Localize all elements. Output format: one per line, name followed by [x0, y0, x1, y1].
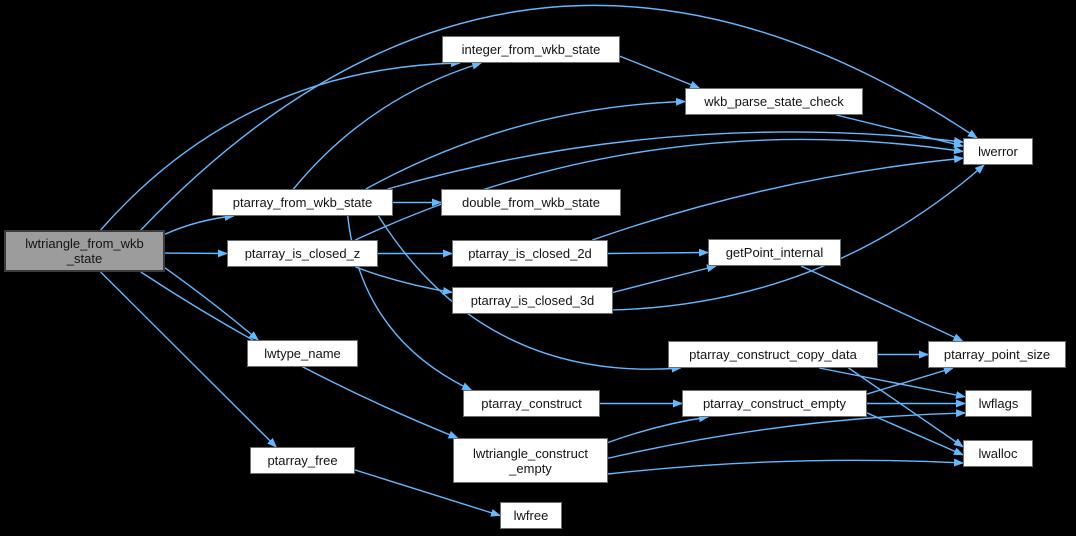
node-lwflags[interactable]: lwflags	[965, 390, 1032, 417]
node-label: lwtriangle_construct	[473, 445, 588, 461]
node-label: ptarray_from_wkb_state	[232, 195, 373, 210]
edge-ptarray_from_wkb_state-wkb_parse_state_check	[365, 97, 686, 190]
edge-lwtriangle_from_wkb_state-lwerror	[140, 4, 978, 231]
edge-lwtriangle_construct_empty-ptarray_construct_empty	[607, 414, 709, 444]
edge-ptarray_is_closed_2d-getPoint_internal	[607, 248, 709, 257]
node-lwfree[interactable]: lwfree	[500, 502, 562, 529]
node-ptarray_from_wkb_state[interactable]: ptarray_from_wkb_state	[212, 189, 393, 216]
node-label: ptarray_is_closed_z	[244, 246, 361, 261]
node-ptarray_free[interactable]: ptarray_free	[250, 447, 355, 474]
edge-lwtriangle_from_wkb_state-integer_from_wkb_state	[100, 59, 461, 231]
edge-ptarray_from_wkb_state-ptarray_construct_copy_data	[377, 215, 682, 373]
node-label: lwalloc	[978, 446, 1018, 461]
node-ptarray_point_size[interactable]: ptarray_point_size	[928, 341, 1066, 368]
node-label: lwtriangle_from_wkb	[25, 236, 144, 251]
node-lwtype_name[interactable]: lwtype_name	[247, 340, 358, 367]
node-label: lwtype_name	[264, 346, 341, 361]
node-label: lwfree	[513, 508, 549, 523]
edge-integer_from_wkb_state-wkb_parse_state_check	[619, 55, 701, 89]
edge-ptarray_construct_copy_data-lwflags	[819, 367, 966, 399]
edge-lwtriangle_construct_empty-lwalloc	[607, 458, 964, 475]
node-label: double_from_wkb_state	[461, 195, 601, 210]
edge-ptarray_is_closed_3d-lwerror	[612, 164, 985, 311]
edge-lwtriangle_from_wkb_state-lwtype_name	[164, 267, 259, 341]
edge-lwtriangle_from_wkb_state-ptarray_from_wkb_state	[164, 212, 235, 235]
edge-ptarray_is_closed_2d-lwerror	[592, 155, 964, 241]
node-ptarray_is_closed_3d[interactable]: ptarray_is_closed_3d	[452, 287, 613, 314]
node-lwtriangle_construct_empty[interactable]: lwtriangle_construct_empty	[453, 438, 608, 483]
edge-ptarray_from_wkb_state-lwerror	[387, 131, 964, 190]
edge-ptarray_is_closed_z-ptarray_is_closed_3d	[355, 266, 453, 295]
node-label: ptarray_is_closed_2d	[468, 246, 592, 261]
edge-lwtriangle_from_wkb_state-ptarray_free	[100, 271, 277, 448]
node-integer_from_wkb_state[interactable]: integer_from_wkb_state	[442, 36, 620, 63]
node-lwtriangle_from_wkb_state: lwtriangle_from_wkb_state	[4, 230, 165, 272]
node-label: ptarray_point_size	[943, 347, 1051, 362]
node-label: getPoint_internal	[725, 245, 824, 260]
edge-wkb_parse_state_check-lwerror	[836, 114, 964, 148]
edge-ptarray_construct_copy_data-lwalloc	[848, 367, 964, 448]
edge-ptarray_construct_empty-lwalloc	[866, 412, 964, 456]
node-ptarray_construct_empty[interactable]: ptarray_construct_empty	[682, 390, 867, 417]
node-label: _state	[66, 251, 103, 266]
node-label: ptarray_free	[267, 453, 338, 468]
node-label: ptarray_construct	[481, 396, 582, 411]
node-label: ptarray_construct_copy_data	[689, 347, 857, 362]
node-wkb_parse_state_check[interactable]: wkb_parse_state_check	[685, 88, 863, 115]
edge-ptarray_free-lwfree	[354, 469, 501, 517]
node-ptarray_is_closed_z[interactable]: ptarray_is_closed_z	[227, 240, 378, 267]
node-label: ptarray_is_closed_3d	[470, 293, 595, 308]
edge-lwtriangle_construct_empty-lwflags	[607, 409, 966, 459]
node-label: ptarray_construct_empty	[702, 396, 847, 411]
node-double_from_wkb_state[interactable]: double_from_wkb_state	[441, 189, 621, 216]
node-lwerror[interactable]: lwerror	[963, 138, 1033, 165]
edge-getPoint_internal-ptarray_point_size	[800, 265, 964, 342]
node-ptarray_construct[interactable]: ptarray_construct	[463, 390, 600, 417]
node-ptarray_construct_copy_data[interactable]: ptarray_construct_copy_data	[668, 341, 878, 368]
node-getPoint_internal[interactable]: getPoint_internal	[708, 239, 841, 266]
node-label: _empty	[509, 460, 552, 476]
node-label: lwerror	[978, 144, 1018, 159]
node-label: lwflags	[978, 396, 1019, 411]
node-label: wkb_parse_state_check	[704, 94, 844, 109]
node-ptarray_is_closed_2d[interactable]: ptarray_is_closed_2d	[452, 240, 608, 267]
node-label: integer_from_wkb_state	[461, 42, 601, 57]
edge-ptarray_from_wkb_state-integer_from_wkb_state	[292, 61, 483, 190]
edge-ptarray_is_closed_z-lwerror	[355, 138, 964, 241]
edge-ptarray_construct_empty-ptarray_point_size	[866, 366, 954, 395]
edge-ptarray_is_closed_3d-getPoint_internal	[612, 264, 717, 294]
node-lwalloc[interactable]: lwalloc	[963, 440, 1033, 467]
